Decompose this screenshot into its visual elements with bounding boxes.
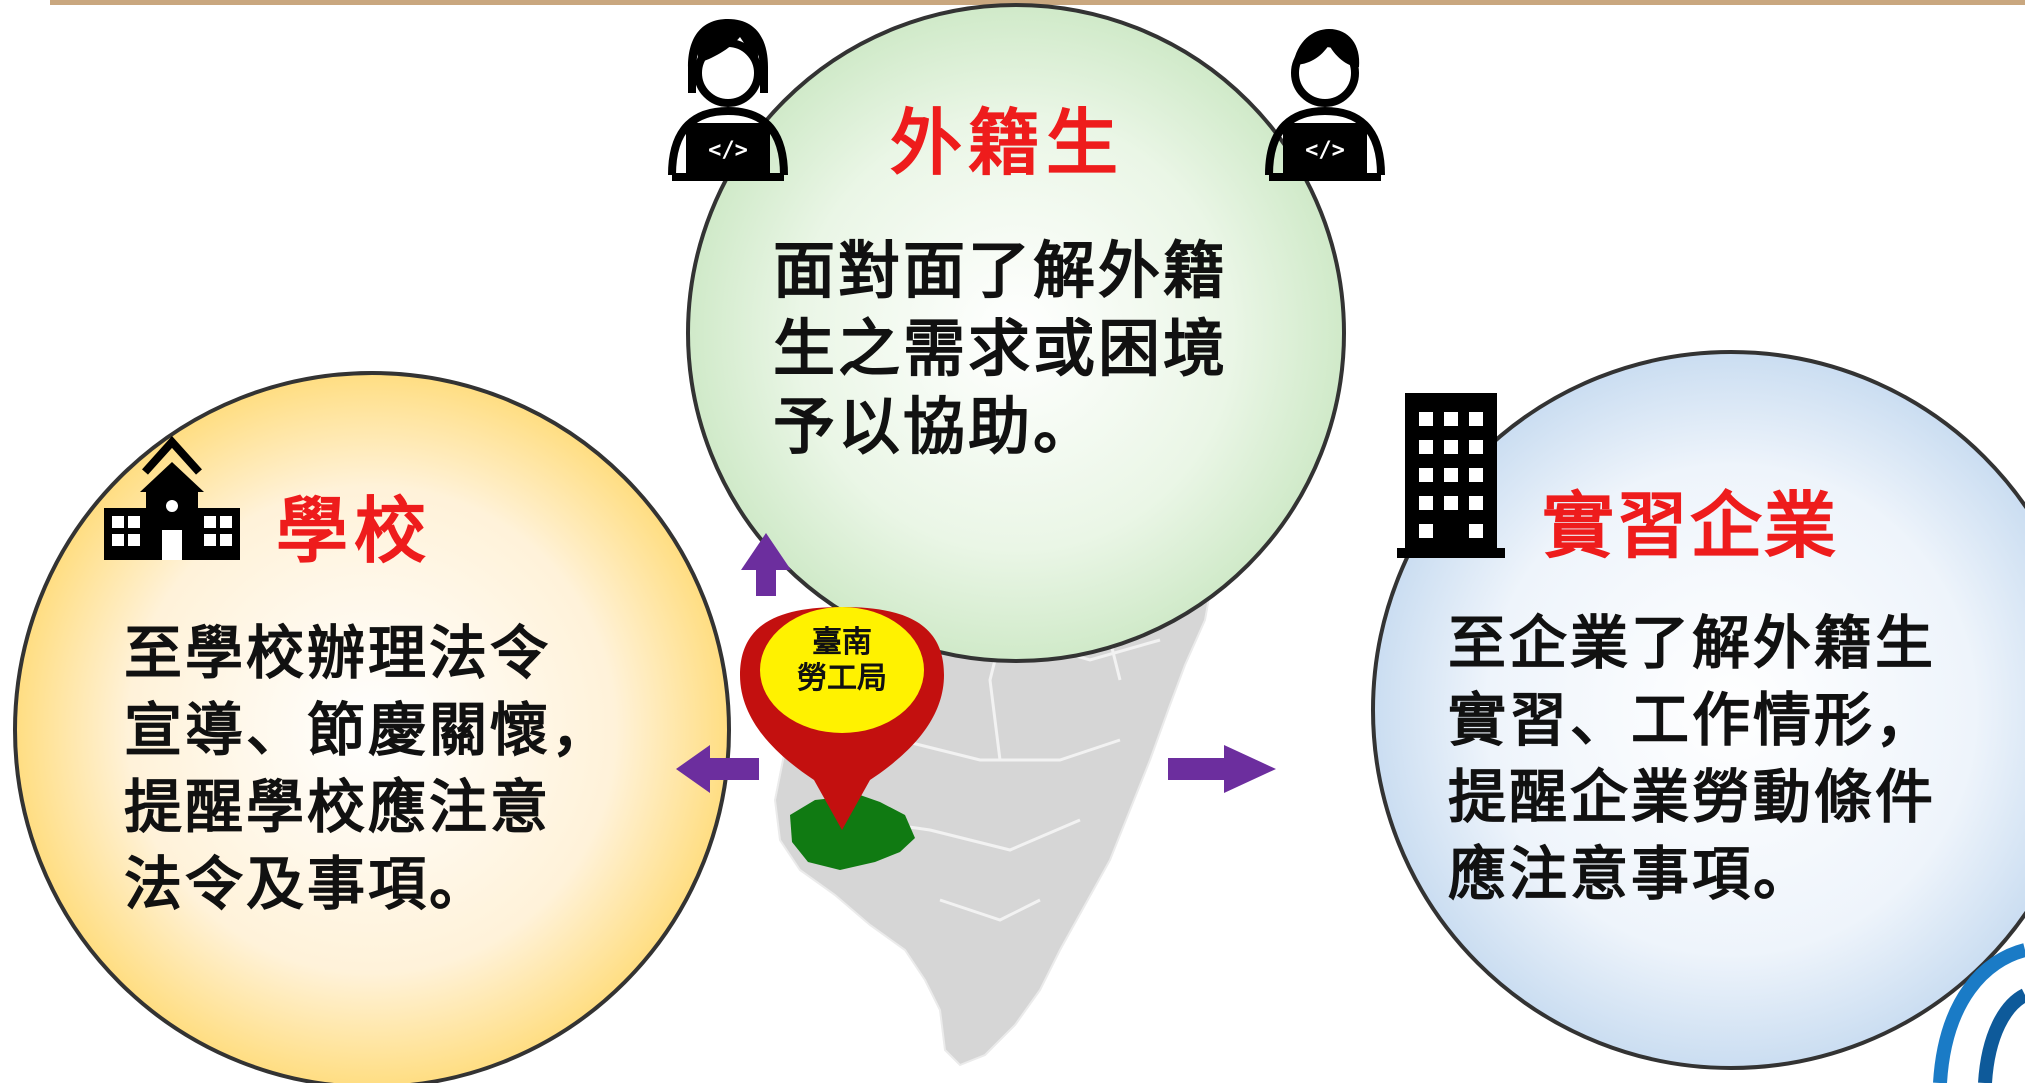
arrow-up-to-student	[741, 533, 791, 596]
person-laptop-code-icon: </>	[668, 19, 788, 181]
student-title: 外籍生	[890, 101, 1125, 185]
top-divider-bar	[50, 0, 2025, 5]
office-building-icon	[1397, 393, 1505, 558]
arrow-left-to-school	[676, 745, 759, 793]
tainan-labor-bureau-label: 臺南 勞工局	[797, 625, 887, 696]
map-pin-icon	[740, 607, 944, 830]
student-circle	[686, 3, 1346, 663]
svg-text:</>: </>	[1305, 138, 1345, 163]
student-description: 面對面了解外籍 生之需求或困境 予以協助。	[773, 234, 1229, 463]
enterprise-circle	[1371, 350, 2025, 1070]
school-building-icon	[104, 436, 240, 560]
arrow-right-to-enterprise	[1168, 745, 1276, 793]
enterprise-description: 至企業了解外籍生 實習、工作情形， 提醒企業勞動條件 應注意事項。	[1448, 609, 1937, 908]
svg-text:</>: </>	[708, 138, 748, 163]
enterprise-title: 實習企業	[1542, 484, 1839, 568]
person-laptop-code-icon: </>	[1265, 29, 1385, 181]
school-title: 學校	[276, 489, 433, 573]
corner-logo-swirl	[1933, 943, 2025, 1083]
school-description: 至學校辦理法令 宣導、節慶關懷， 提醒學校應注意 法令及事項。	[124, 619, 613, 918]
tainan-region	[790, 795, 915, 870]
